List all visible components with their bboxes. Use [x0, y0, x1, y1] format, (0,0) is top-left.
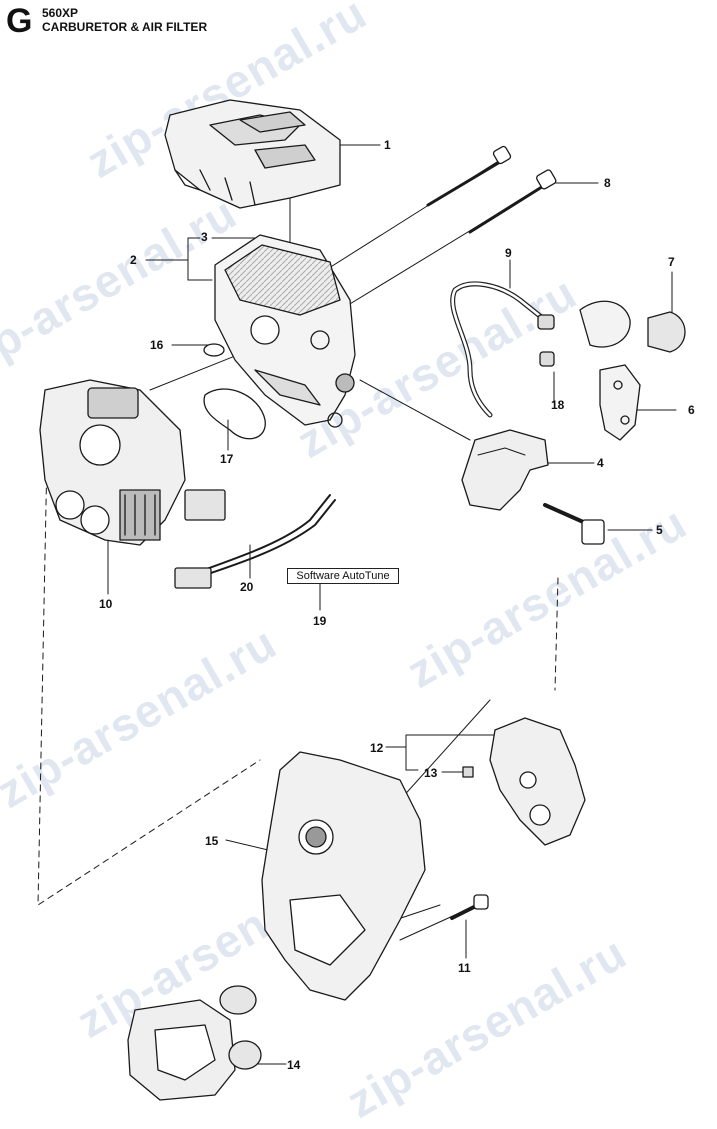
callout-15: 15 — [205, 834, 219, 848]
cover-plate — [261, 751, 426, 1001]
callout-14: 14 — [287, 1058, 301, 1072]
carburetor — [39, 379, 186, 546]
callout-6: 6 — [688, 403, 695, 417]
throttle-lever — [461, 429, 549, 511]
screw — [450, 894, 489, 920]
fuel-hose — [450, 281, 555, 418]
callout-20: 20 — [240, 580, 254, 594]
callout-16: 16 — [150, 338, 164, 352]
callout-4: 4 — [597, 456, 604, 470]
callout-11: 11 — [458, 961, 471, 975]
callout-18: 18 — [551, 398, 565, 412]
model-label: 560XP — [42, 6, 79, 20]
stud-bolt — [543, 503, 605, 545]
wiring-harness — [174, 489, 336, 589]
software-autotune-label: Software AutoTune — [287, 568, 399, 584]
section-letter: G — [6, 2, 33, 40]
long-bolts — [426, 145, 557, 234]
callout-13: 13 — [424, 766, 438, 780]
callout-10: 10 — [99, 597, 113, 611]
callout-17: 17 — [220, 452, 234, 466]
small-nut — [462, 766, 474, 778]
callout-7: 7 — [668, 255, 675, 269]
dashed-assembly-line — [37, 454, 559, 906]
diagram-title: CARBURETOR & AIR FILTER — [42, 20, 208, 34]
primer-bulb — [579, 300, 686, 353]
large-gasket — [203, 388, 266, 440]
callout-12: 12 — [370, 741, 384, 755]
callout-8: 8 — [604, 176, 611, 190]
callout-2: 2 — [130, 253, 137, 267]
intake-manifold — [127, 985, 262, 1101]
callout-3: 3 — [201, 230, 208, 244]
mount-bracket — [489, 717, 586, 846]
callout-5: 5 — [656, 523, 663, 537]
callout-19: 19 — [313, 614, 327, 628]
callout-9: 9 — [505, 246, 512, 260]
bracket — [599, 364, 641, 441]
filter-base — [214, 234, 356, 428]
callout-1: 1 — [384, 138, 391, 152]
small-gasket — [203, 343, 225, 357]
air-filter-cover — [164, 99, 341, 209]
